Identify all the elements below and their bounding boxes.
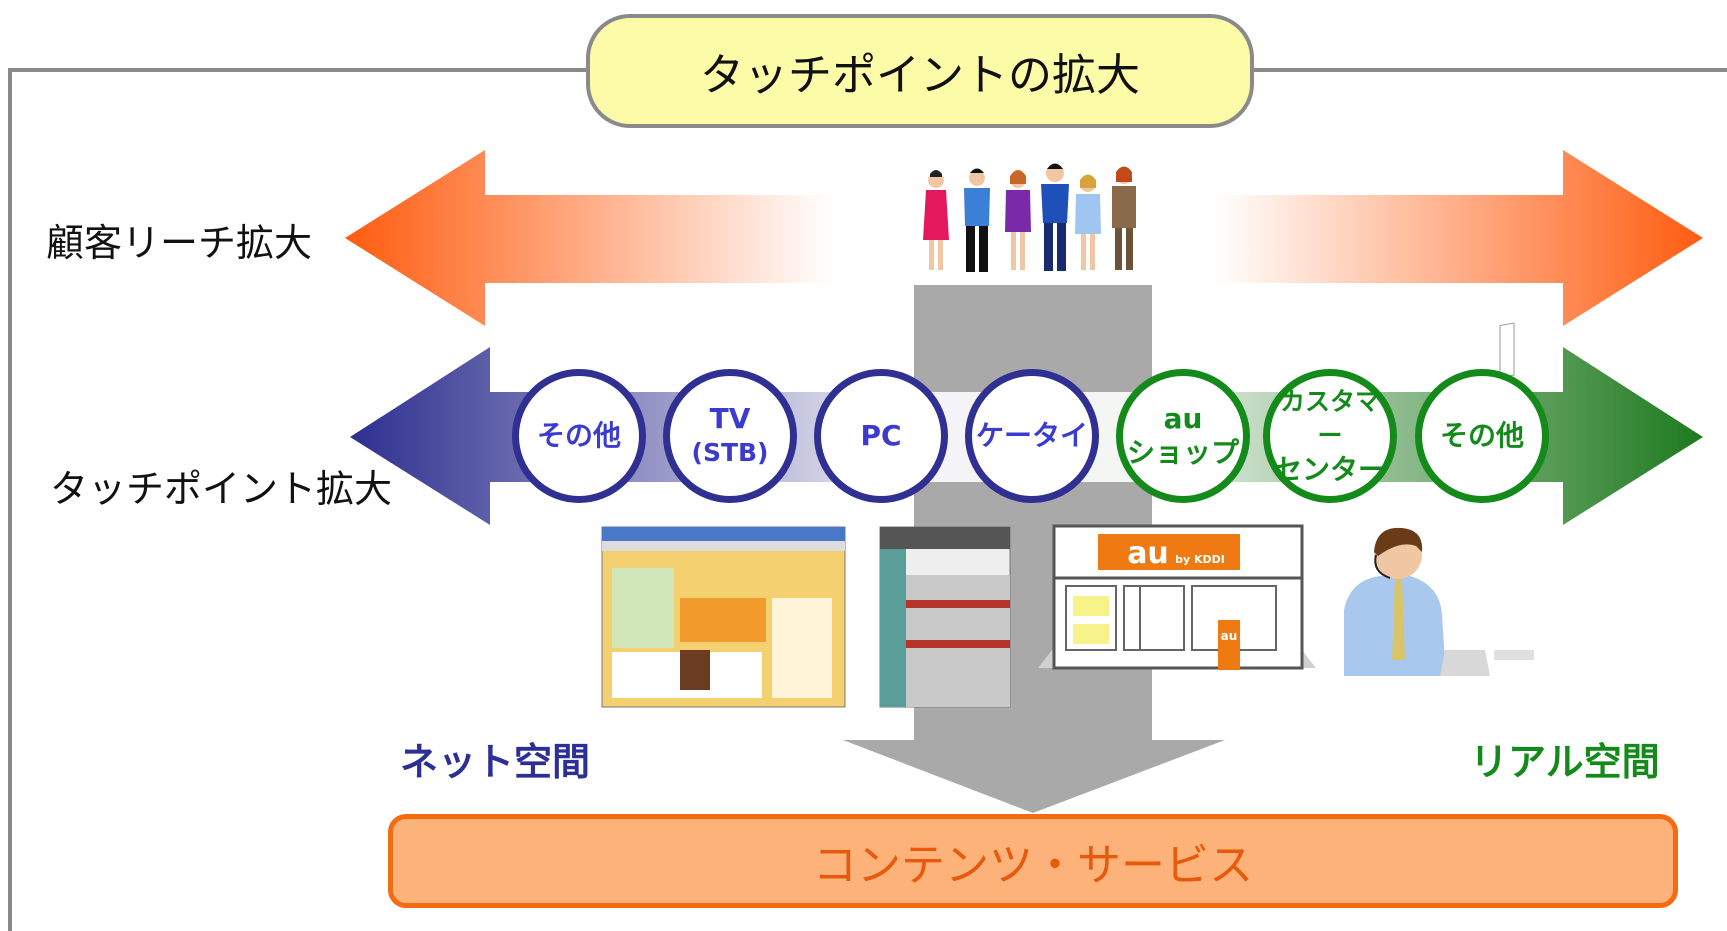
real-space-label: リアル空間 <box>1470 740 1660 784</box>
touchpoint-circle: その他 <box>1415 369 1549 503</box>
pc-screenshot-icon <box>601 526 846 708</box>
touchpoint-label: ショップ <box>1126 436 1239 469</box>
operator-icon <box>1344 322 1534 676</box>
people-group-icon <box>923 163 1136 272</box>
touchpoint-circle: TV (STB) <box>663 369 797 503</box>
touchpoint-circle: カスタマーセンター <box>1263 369 1397 503</box>
touchpoint-label: その他 <box>1439 419 1524 452</box>
au-shop-icon: au by KDDI au <box>1038 524 1316 670</box>
touchpoint-circle: PC <box>814 369 948 503</box>
mobile-screenshot-icon <box>879 526 1011 708</box>
touchpoint-label: (STB) <box>691 438 769 467</box>
shop-sign-text: au <box>1127 536 1169 571</box>
touchpoint-circle: その他 <box>512 369 646 503</box>
shop-sign-sub-text: by KDDI <box>1175 553 1225 566</box>
touchpoint-label: その他 <box>536 419 621 452</box>
touchpoint-label: タッチポイント拡大 <box>50 467 393 511</box>
touchpoint-circle: ケータイ <box>965 369 1099 503</box>
diagram-title: タッチポイントの拡大 <box>586 14 1254 128</box>
content-service-box: コンテンツ・サービス <box>388 814 1678 908</box>
touchpoint-label: au <box>1163 402 1203 435</box>
outer-frame <box>8 68 1727 931</box>
touchpoint-label: カスタマー <box>1279 387 1380 450</box>
reach-label: 顧客リーチ拡大 <box>46 221 313 265</box>
touchpoint-label: ケータイ <box>975 419 1088 452</box>
touchpoint-label: センター <box>1273 453 1386 486</box>
net-space-label: ネット空間 <box>400 740 591 784</box>
shop-door-sign-text: au <box>1221 629 1238 643</box>
touchpoint-label: TV <box>709 402 751 435</box>
touchpoint-label: PC <box>860 419 902 452</box>
